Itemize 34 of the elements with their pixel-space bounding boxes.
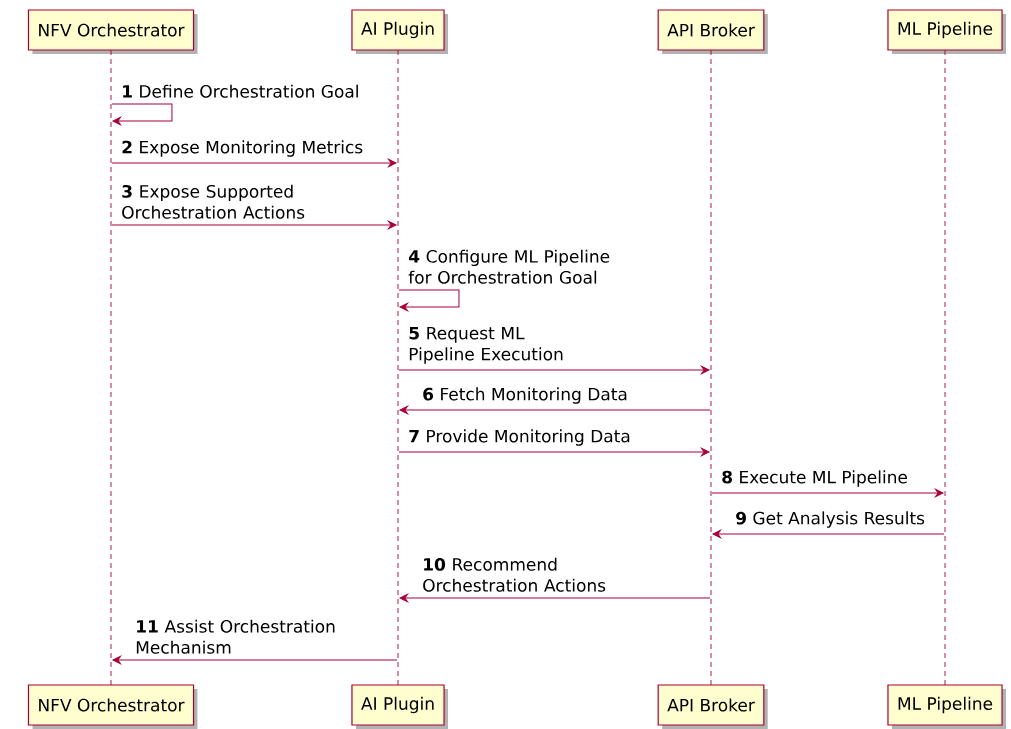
participant-box: API Broker [657, 684, 768, 729]
participant-box: ML Pipeline [887, 684, 1007, 729]
message-label: 9 Get Analysis Results [736, 511, 925, 528]
lifeline [110, 49, 112, 686]
self-message-arrow [111, 103, 173, 126]
self-message-arrow [398, 289, 460, 312]
message-arrow [711, 488, 944, 498]
message-arrow [398, 447, 710, 457]
participant-box: NFV Orchestrator [27, 9, 198, 54]
message-arrow [399, 405, 711, 415]
message-arrow [399, 593, 711, 603]
message-label: 1 Define Orchestration Goal [123, 84, 358, 98]
participant-box: AI Plugin [351, 9, 449, 54]
message-arrow [712, 529, 945, 539]
message-label: 7 Provide Monitoring Data [409, 429, 630, 446]
lifeline [710, 49, 712, 686]
lifeline [944, 49, 946, 686]
message-label: 10 Recommend Orchestration Actions [423, 557, 606, 592]
participant-box: NFV Orchestrator [27, 684, 198, 729]
message-label: 11 Assist Orchestration Mechanism [136, 619, 335, 654]
message-label: 3 Expose Supported Orchestration Actions [122, 184, 305, 219]
message-arrow [112, 655, 398, 665]
message-label: 4 Configure ML Pipeline for Orchestration Goal [408, 249, 610, 284]
message-arrow [111, 158, 397, 168]
participant-box: API Broker [657, 9, 768, 54]
message-label: 5 Request ML Pipeline Execution [409, 326, 563, 364]
message-label: 6 Fetch Monitoring Data [423, 387, 627, 404]
message-arrow [111, 220, 397, 230]
lifeline [397, 49, 399, 686]
participant-box: ML Pipeline [887, 9, 1007, 54]
participant-box: AI Plugin [351, 684, 449, 729]
message-label: 8 Execute ML Pipeline [722, 470, 908, 487]
message-label: 2 Expose Monitoring Metrics [122, 140, 363, 157]
message-arrow [398, 365, 710, 375]
